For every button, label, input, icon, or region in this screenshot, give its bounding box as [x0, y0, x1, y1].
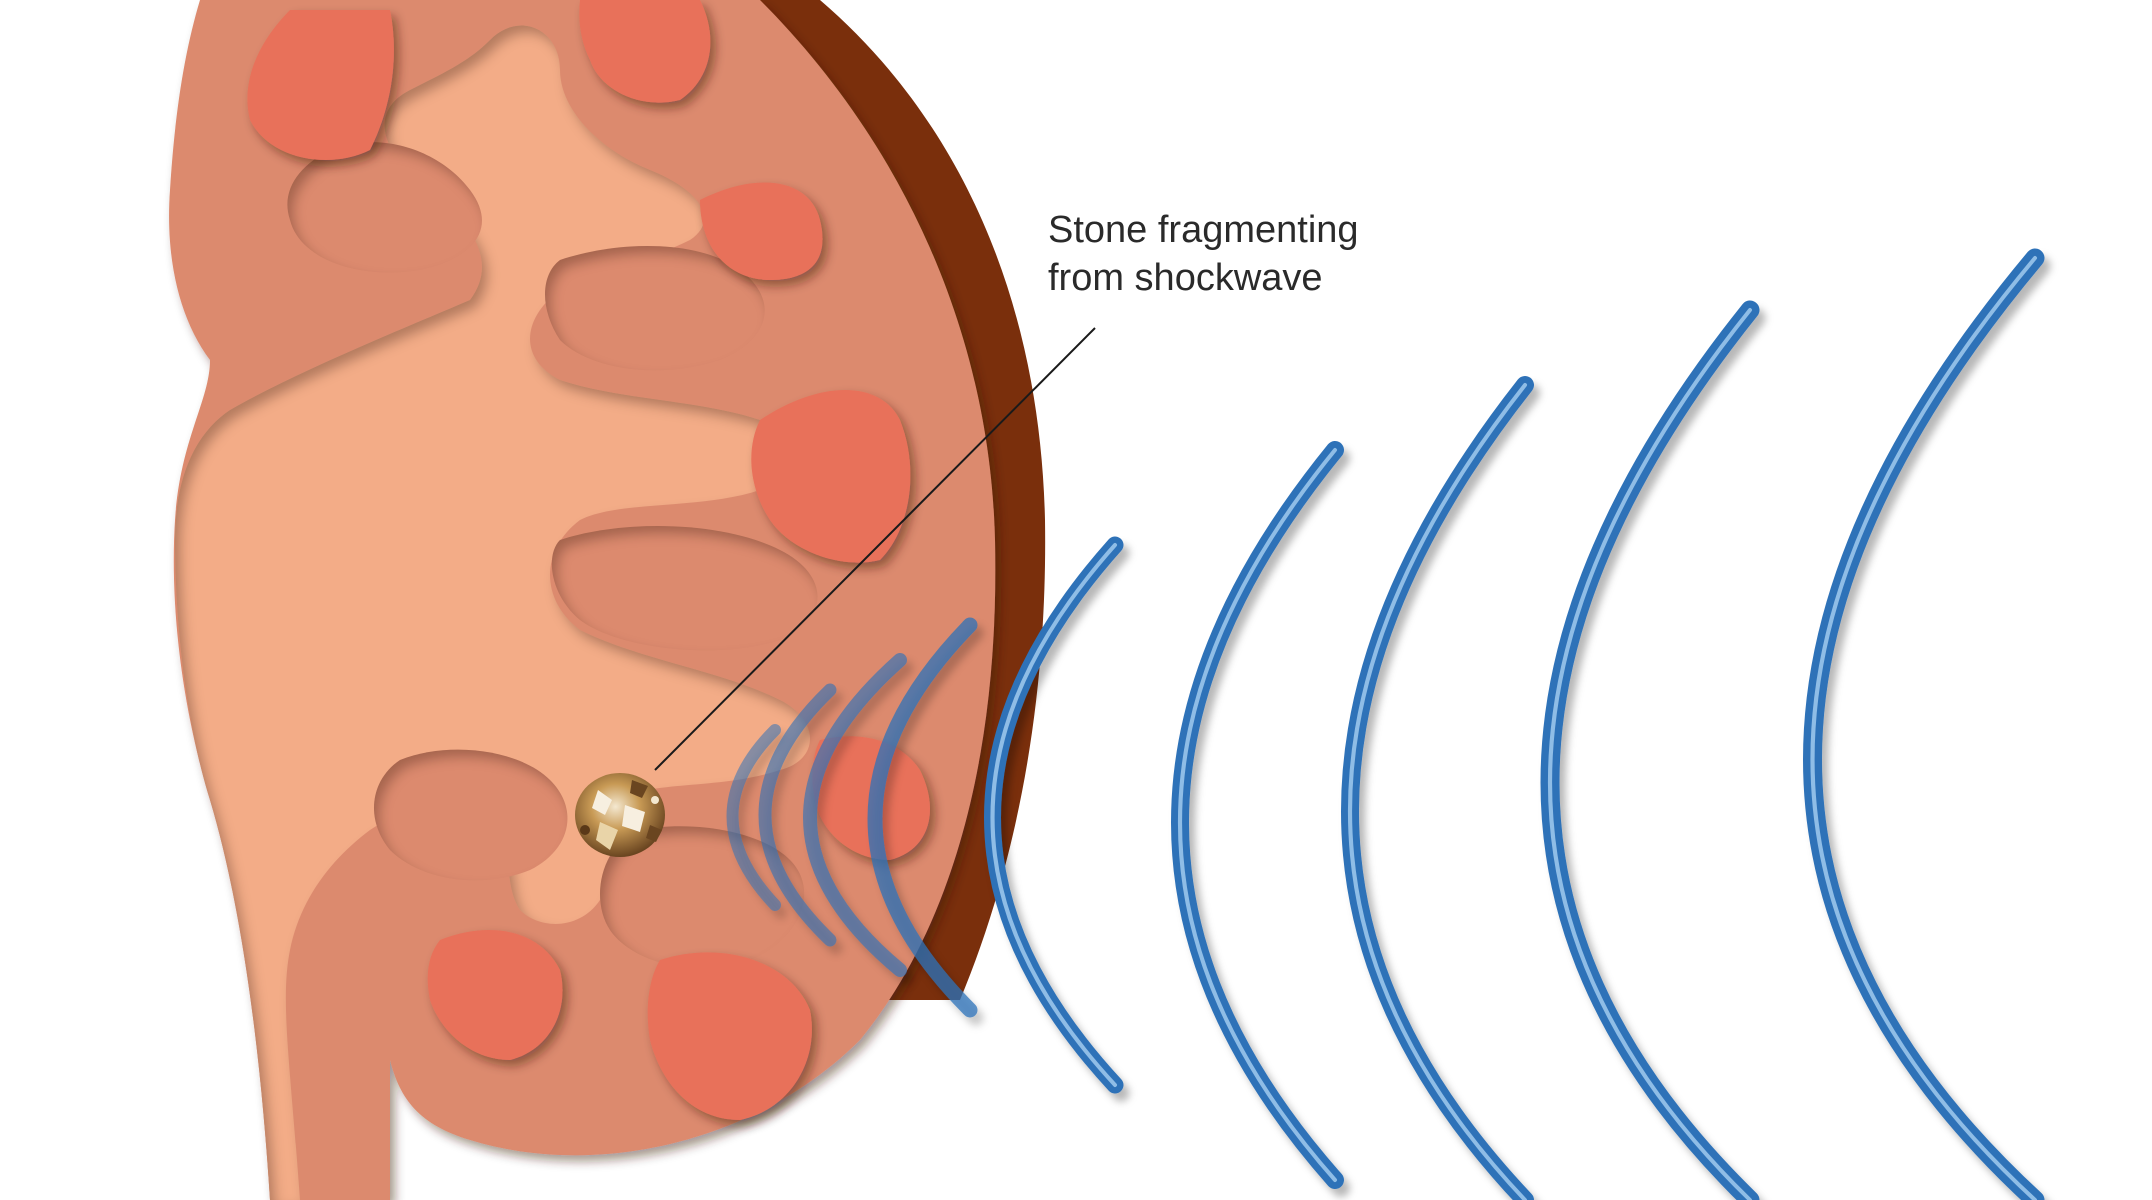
- shockwave-arc: [1171, 441, 1344, 1189]
- medulla-regions: [287, 142, 818, 969]
- renal-pelvis: [175, 25, 810, 1200]
- shockwave-arc: [803, 653, 907, 977]
- annotation-label: Stone fragmenting from shockwave: [1048, 209, 1369, 299]
- shockwave-arc: [1540, 300, 1760, 1200]
- pyramid: [247, 10, 394, 160]
- shockwave-arc: [758, 683, 837, 947]
- renal-pyramids: [247, 0, 930, 1120]
- pyramid: [579, 0, 711, 103]
- annotation-line-1: Stone fragmenting: [1048, 209, 1359, 251]
- shockwave-arc: [1341, 376, 1534, 1200]
- shockwave-arc: [726, 724, 781, 911]
- kidney-stone: [575, 773, 665, 857]
- pyramid: [700, 182, 823, 280]
- shockwaves: [726, 248, 2045, 1200]
- pyramid: [647, 952, 812, 1120]
- pyramid: [427, 930, 563, 1060]
- pyramid: [751, 390, 911, 563]
- annotation-leader-line: [654, 327, 1096, 771]
- shockwave-arc: [984, 536, 1124, 1094]
- shockwave-arc: [867, 617, 978, 1018]
- annotation-line-2: from shockwave: [1048, 257, 1323, 299]
- shockwave-arc: [1803, 248, 2045, 1200]
